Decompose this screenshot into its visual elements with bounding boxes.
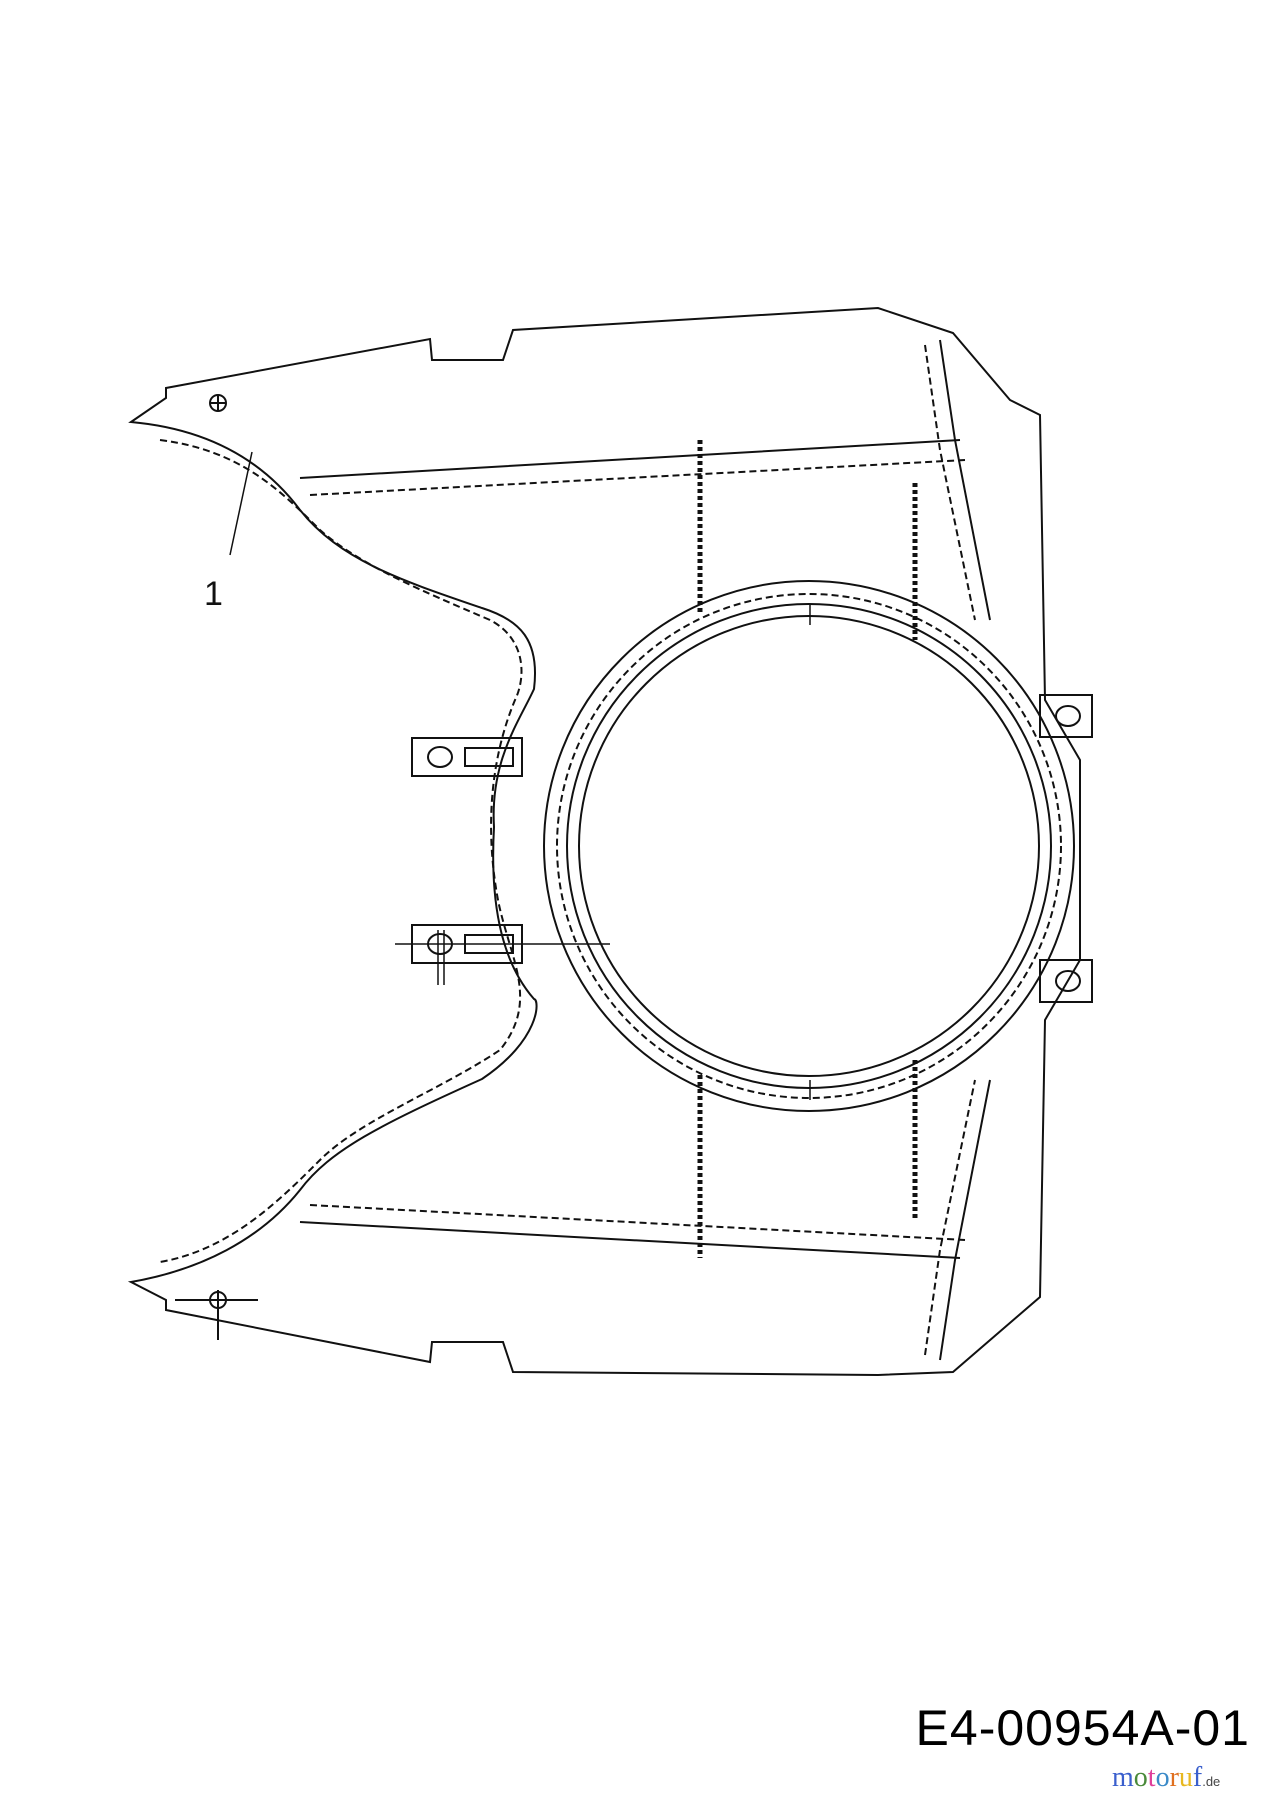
watermark-letter: u	[1178, 1762, 1193, 1793]
opening-ring	[566, 603, 1052, 1089]
watermark-suffix: .de	[1202, 1774, 1221, 1789]
nut-icon	[175, 394, 258, 1340]
drawing-code: E4-00954A-01	[915, 1700, 1250, 1756]
part-number-label: 1	[204, 575, 223, 613]
watermark-logo: motoruf.de	[1112, 1762, 1220, 1798]
opening-ring-dashed	[556, 593, 1062, 1099]
inner-contour	[159, 439, 523, 1263]
watermark-letter: r	[1169, 1762, 1179, 1793]
rim-line	[299, 439, 961, 1259]
watermark-letter: o	[1133, 1762, 1148, 1793]
watermark-text: motoruf	[1112, 1762, 1202, 1794]
side-edge-line	[939, 339, 991, 1361]
fan-opening	[578, 615, 1040, 1077]
cover-outline	[127, 306, 1081, 1377]
mounting-tabs	[411, 694, 1093, 1003]
watermark-letter: m	[1112, 1762, 1134, 1793]
opening-ring-outer	[543, 580, 1075, 1112]
watermark-letter: t	[1147, 1762, 1156, 1793]
reinforcement-ribs	[697, 440, 918, 1258]
watermark-letter: o	[1155, 1762, 1170, 1793]
center-marks	[395, 605, 811, 1100]
watermark-letter: f	[1192, 1762, 1203, 1793]
leader-line-1	[229, 451, 253, 556]
side-edge-dashed-line	[924, 344, 976, 1356]
rim-dashed-line	[309, 459, 966, 1241]
